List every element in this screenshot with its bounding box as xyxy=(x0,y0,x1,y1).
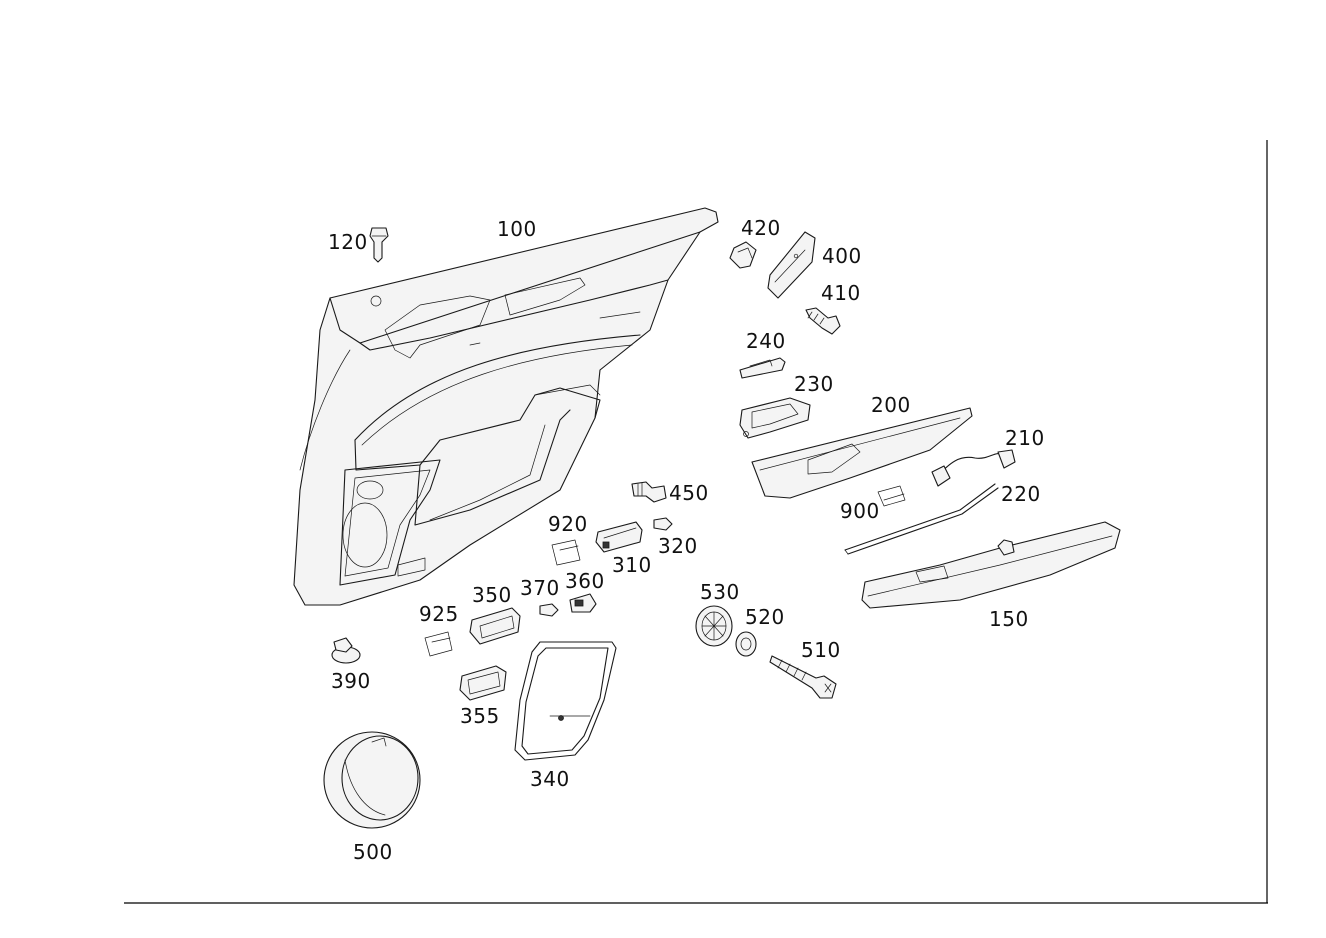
part-230-handle xyxy=(739,397,811,439)
part-900-label xyxy=(877,485,906,507)
callout-370: 370 xyxy=(520,576,560,600)
callout-labels: 100 120 150 200 210 220 230 240 310 320 … xyxy=(328,216,1045,864)
callout-920: 920 xyxy=(548,512,588,536)
part-500-speaker-ring xyxy=(323,731,421,829)
part-450-bolt xyxy=(631,481,667,503)
part-210-cable xyxy=(931,449,1016,487)
part-240-switch xyxy=(739,357,786,379)
callout-900: 900 xyxy=(840,499,880,523)
part-340-grille xyxy=(514,641,617,761)
callout-310: 310 xyxy=(612,553,652,577)
part-120-clip xyxy=(369,227,389,263)
callout-120: 120 xyxy=(328,230,368,254)
callout-355: 355 xyxy=(460,704,500,728)
callout-450: 450 xyxy=(669,481,709,505)
callout-400: 400 xyxy=(822,244,862,268)
part-420-clip xyxy=(729,241,757,269)
part-220-seal xyxy=(844,483,999,555)
callout-200: 200 xyxy=(871,393,911,417)
callout-100: 100 xyxy=(497,217,537,241)
callout-925: 925 xyxy=(419,602,459,626)
part-400-trim xyxy=(767,231,816,299)
part-310-light xyxy=(595,521,643,553)
part-360-socket xyxy=(569,593,597,613)
callout-220: 220 xyxy=(1001,482,1041,506)
part-350-lamp xyxy=(469,607,521,645)
part-150-armrest xyxy=(861,521,1121,609)
part-200-trim-strip xyxy=(751,407,973,499)
callout-240: 240 xyxy=(746,329,786,353)
callout-410: 410 xyxy=(821,281,861,305)
part-410-screw xyxy=(805,307,841,335)
callout-150: 150 xyxy=(989,607,1029,631)
callout-390: 390 xyxy=(331,669,371,693)
part-370-bulb xyxy=(539,603,559,617)
part-355-lens xyxy=(459,665,507,701)
callout-500: 500 xyxy=(353,840,393,864)
part-390-clip xyxy=(331,637,361,664)
part-510-screw xyxy=(769,655,837,699)
part-925-label xyxy=(424,631,453,657)
callout-510: 510 xyxy=(801,638,841,662)
callout-340: 340 xyxy=(530,767,570,791)
callout-230: 230 xyxy=(794,372,834,396)
callout-360: 360 xyxy=(565,569,605,593)
callout-210: 210 xyxy=(1005,426,1045,450)
callout-520: 520 xyxy=(745,605,785,629)
callout-320: 320 xyxy=(658,534,698,558)
part-520-washer xyxy=(735,631,757,657)
part-920-label xyxy=(551,539,581,566)
part-530-grommet xyxy=(695,605,733,647)
part-door-panel xyxy=(293,207,719,606)
callout-530: 530 xyxy=(700,580,740,604)
callout-350: 350 xyxy=(472,583,512,607)
part-320-bulb xyxy=(653,517,673,531)
callout-420: 420 xyxy=(741,216,781,240)
